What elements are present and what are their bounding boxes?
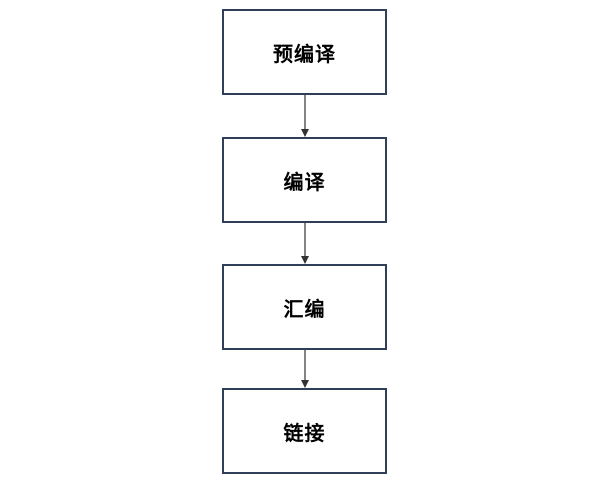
step-assemble: 汇编 [222,264,387,350]
step-label: 预编译 [273,41,336,66]
step-link: 链接 [222,388,387,474]
step-preprocess: 预编译 [222,9,387,95]
step-compile: 编译 [222,137,387,223]
step-label: 链接 [283,420,326,445]
step-label: 汇编 [283,296,326,321]
step-label: 编译 [283,169,326,194]
